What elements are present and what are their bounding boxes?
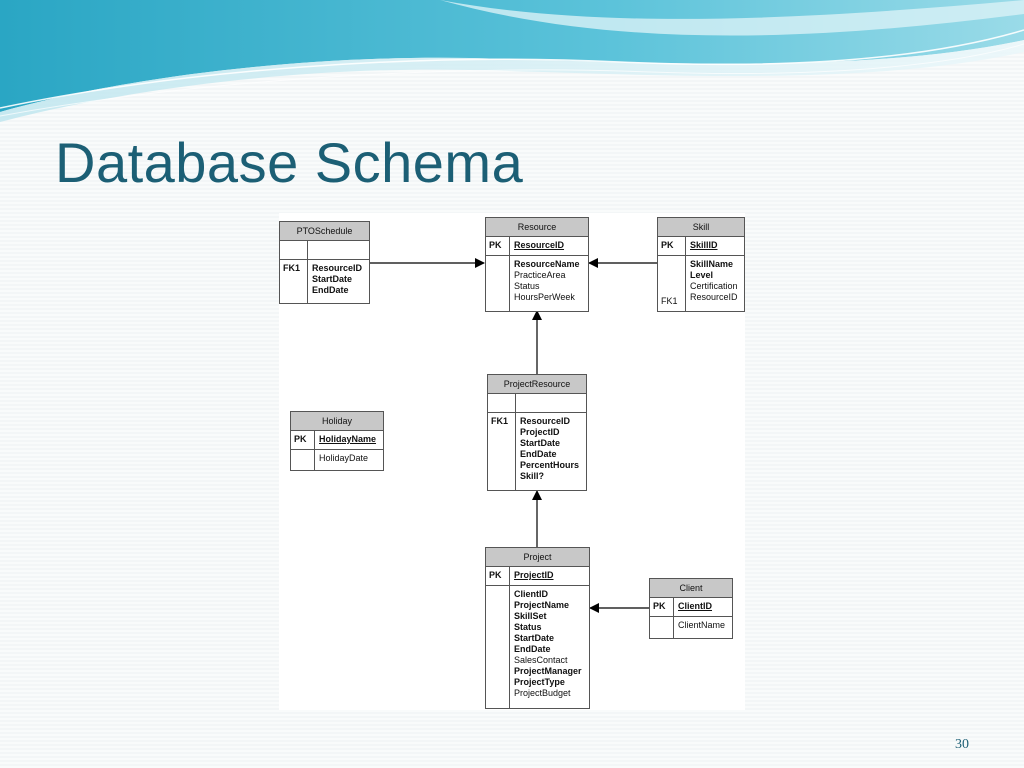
field: Skill? <box>520 471 545 481</box>
field: ProjectType <box>514 677 565 687</box>
field: HolidayDate <box>319 453 369 463</box>
field: HoursPerWeek <box>514 292 575 302</box>
field: StartDate <box>514 633 555 643</box>
entity-title: PTOSchedule <box>280 222 369 241</box>
pk-field: HolidayName <box>319 434 377 444</box>
field: ProjectBudget <box>514 688 571 698</box>
field: Status <box>514 622 542 632</box>
pk-label: PK <box>291 431 315 449</box>
pk-label: PK <box>658 237 686 255</box>
field: ProjectID <box>520 427 560 437</box>
field: SkillSet <box>514 611 547 621</box>
field: ProjectName <box>514 600 570 610</box>
entity-projectresource: ProjectResource FK1 ResourceID ProjectID… <box>487 374 587 491</box>
field: ResourceID <box>690 292 738 302</box>
field: ResourceName <box>514 259 580 269</box>
entity-title: Client <box>650 579 732 598</box>
entity-title: ProjectResource <box>488 375 586 394</box>
header-wave-banner <box>0 0 1024 122</box>
entity-title: Skill <box>658 218 744 237</box>
field: ClientID <box>514 589 549 599</box>
entity-project: Project PK ProjectID ClientID ProjectNam… <box>485 547 590 709</box>
entity-title: Project <box>486 548 589 567</box>
field: SkillName <box>690 259 734 269</box>
field: Level <box>690 270 714 280</box>
pk-label: PK <box>486 237 510 255</box>
field: PercentHours <box>520 460 580 470</box>
field: ProjectManager <box>514 666 582 676</box>
pk-field: ClientID <box>678 601 713 611</box>
entity-title: Holiday <box>291 412 383 431</box>
entity-holiday: Holiday PK HolidayName HolidayDate <box>290 411 384 471</box>
relationship-connectors <box>370 258 657 613</box>
entity-ptoschedule: PTOSchedule FK1 ResourceID StartDate End… <box>279 221 370 304</box>
pk-field: ProjectID <box>514 570 554 580</box>
slide-title: Database Schema <box>55 131 524 194</box>
field: Status <box>514 281 540 291</box>
fk-label: FK1 <box>488 413 516 490</box>
entity-skill: Skill PK SkillID FK1 SkillName Level Cer… <box>657 217 745 312</box>
field: SalesContact <box>514 655 568 665</box>
pk-label: PK <box>486 567 510 585</box>
field: EndDate <box>520 449 557 459</box>
entity-title: Resource <box>486 218 588 237</box>
pk-field: SkillID <box>690 240 718 250</box>
pk-field: ResourceID <box>514 240 565 250</box>
field: StartDate <box>312 274 353 284</box>
fk-label: FK1 <box>661 296 678 306</box>
pk-label: PK <box>650 598 674 616</box>
field: Certification <box>690 281 738 291</box>
page-number: 30 <box>955 737 969 752</box>
field: EndDate <box>312 285 349 295</box>
field: ResourceID <box>312 263 363 273</box>
field: StartDate <box>520 438 561 448</box>
entity-client: Client PK ClientID ClientName <box>649 578 733 639</box>
field: EndDate <box>514 644 551 654</box>
database-schema-diagram: PTOSchedule FK1 ResourceID StartDate End… <box>279 213 745 710</box>
fk-label: FK1 <box>280 260 308 303</box>
field: ResourceID <box>520 416 571 426</box>
field: ClientName <box>678 620 726 630</box>
entity-resource: Resource PK ResourceID ResourceName Prac… <box>485 217 589 312</box>
field: PracticeArea <box>514 270 566 280</box>
